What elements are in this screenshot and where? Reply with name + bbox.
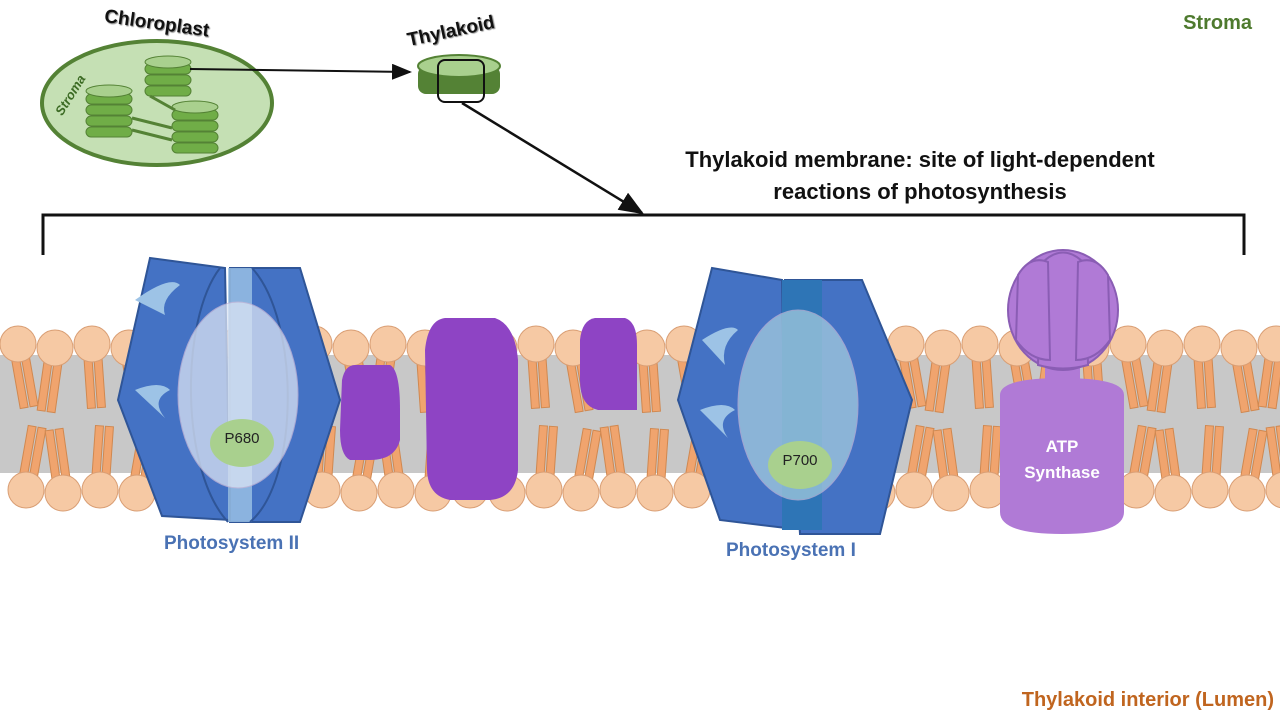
lipid-molecule	[887, 325, 927, 410]
chloroplast-illustration	[40, 39, 274, 167]
stroma-region-label: Stroma	[1183, 12, 1252, 34]
photosystem-ii-label: Photosystem II	[164, 533, 300, 554]
lipid-molecule	[1109, 325, 1149, 410]
granum-stack-top	[144, 55, 192, 97]
granum-stack-left	[85, 84, 133, 138]
arrow-thylakoid-to-membrane	[461, 101, 645, 215]
lipid-molecule	[932, 427, 970, 512]
arrow-chloroplast-to-thylakoid	[189, 63, 412, 80]
lipid-molecule	[599, 424, 637, 509]
lipid-molecule	[7, 424, 47, 509]
lipid-molecule	[1183, 325, 1221, 410]
atp-synthase	[1000, 249, 1124, 534]
p700-reaction-center	[768, 441, 832, 489]
photosystem-ii	[116, 256, 342, 523]
lipid-molecule	[517, 325, 555, 410]
lipid-molecule	[0, 325, 39, 410]
p680-label: P680	[224, 430, 260, 447]
lipid-molecule	[1146, 329, 1184, 414]
lipid-molecule	[895, 424, 935, 509]
lipid-molecule	[1257, 325, 1280, 410]
lipid-molecule	[1191, 424, 1229, 509]
photosystem-i-label: Photosystem I	[726, 540, 856, 561]
membrane-bracket	[41, 213, 1246, 255]
title-line-2: reactions of photosynthesis	[773, 179, 1067, 204]
lipid-molecule	[969, 424, 1007, 509]
lipid-molecule	[36, 329, 74, 414]
stroma-lamellae	[131, 94, 176, 142]
lipid-molecule	[961, 325, 999, 410]
cytochrome-complex	[425, 318, 518, 500]
lipid-molecule	[1228, 427, 1268, 512]
p680-reaction-center	[210, 419, 274, 467]
lipid-molecule	[81, 424, 119, 509]
lipid-molecule	[636, 427, 674, 512]
atp-label-line-1: ATP	[1045, 437, 1079, 456]
plastoquinone-carrier	[340, 365, 400, 460]
atp-label-line-2: Synthase	[1024, 463, 1100, 482]
lumen-region-label: Thylakoid interior (Lumen)	[1021, 689, 1274, 711]
atp-synthase-label: ATP Synthase	[1000, 434, 1124, 486]
photosystem-i	[676, 266, 914, 535]
lipid-molecule	[44, 427, 82, 512]
zoom-box	[437, 59, 485, 103]
lipid-molecule	[525, 424, 563, 509]
lipid-molecule	[562, 427, 602, 512]
granum-stack-right	[171, 100, 219, 154]
lipid-molecule	[73, 325, 111, 410]
diagram-title: Thylakoid membrane: site of light-depend…	[560, 144, 1280, 208]
lipid-molecule	[1154, 427, 1192, 512]
thylakoid-disc	[417, 54, 501, 103]
lipid-molecule	[1220, 329, 1260, 414]
plastocyanin-carrier	[580, 318, 637, 410]
lipid-molecule	[1117, 424, 1157, 509]
p700-label: P700	[782, 452, 818, 469]
lipid-molecule	[924, 329, 962, 414]
title-line-1: Thylakoid membrane: site of light-depend…	[685, 147, 1155, 172]
